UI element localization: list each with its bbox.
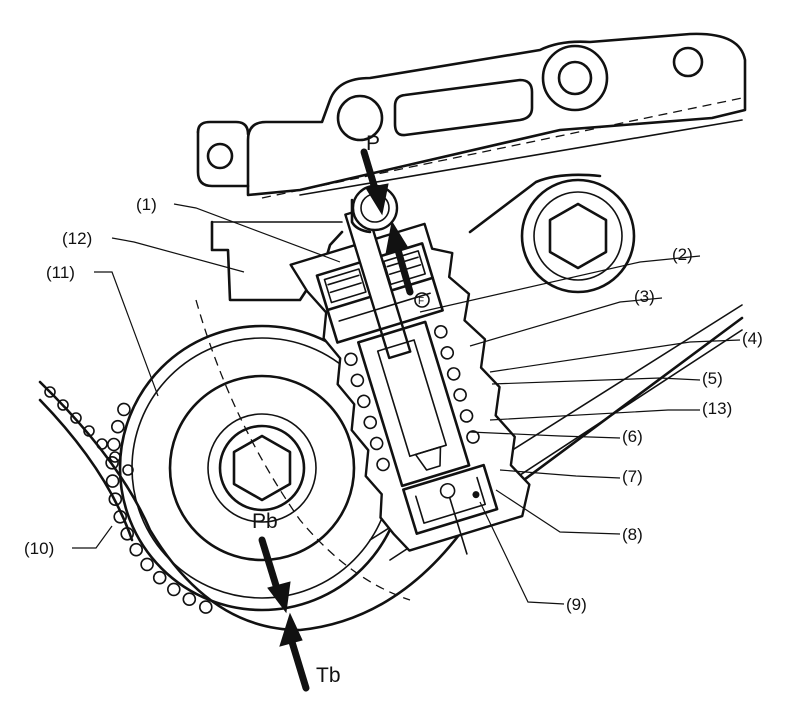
belt-tooth (182, 592, 197, 607)
label-9: (9) (566, 595, 587, 614)
belt-tooth (120, 526, 134, 541)
force-tb-label: Tb (316, 664, 341, 687)
label-2: (2) (672, 245, 693, 264)
belt-tooth (122, 464, 134, 476)
label-7: (7) (622, 467, 643, 486)
part-labels: (1) (2) (3) (4) (5) (13) (6) (7) (8) (9)… (24, 195, 763, 614)
belt-tooth (129, 542, 143, 557)
leader-lines (72, 203, 741, 605)
push-rod-roller (350, 184, 399, 234)
label-6: (6) (622, 427, 643, 446)
label-11: (11) (46, 263, 75, 282)
belt-tooth (111, 419, 125, 434)
timing-belt-teeth (44, 386, 213, 614)
force-pb-label: Pb (252, 510, 278, 533)
force-arrows (258, 148, 414, 692)
belt-tooth (105, 474, 120, 488)
belt-tooth (140, 557, 154, 572)
label-3: (3) (634, 287, 655, 306)
pivot-bolt (468, 173, 636, 294)
label-1: (1) (136, 195, 157, 214)
belt-tooth (117, 402, 131, 417)
belt-tooth (113, 509, 127, 524)
belt-tooth (152, 570, 167, 585)
engine-bracket (196, 32, 747, 199)
force-p-label: P (366, 132, 380, 155)
label-8: (8) (622, 525, 643, 544)
belt-tooth (44, 386, 56, 398)
belt-tooth (107, 437, 121, 452)
belt-tooth (108, 492, 123, 507)
label-4: (4) (742, 329, 763, 348)
belt-tooth (96, 438, 108, 450)
force-f-label: F (418, 296, 424, 307)
label-12: (12) (62, 229, 92, 248)
belt-tooth (109, 451, 121, 463)
auto-tensioner (289, 206, 531, 555)
return-spring-coils (344, 325, 480, 472)
label-5: (5) (702, 369, 723, 388)
label-10: (10) (24, 539, 54, 558)
belt-tooth (57, 399, 69, 411)
belt-tooth (199, 600, 213, 614)
belt-tooth (83, 425, 95, 437)
belt-tooth (167, 582, 181, 597)
label-13: (13) (702, 399, 732, 418)
belt-tooth (105, 455, 119, 470)
belt-tooth (70, 412, 82, 424)
